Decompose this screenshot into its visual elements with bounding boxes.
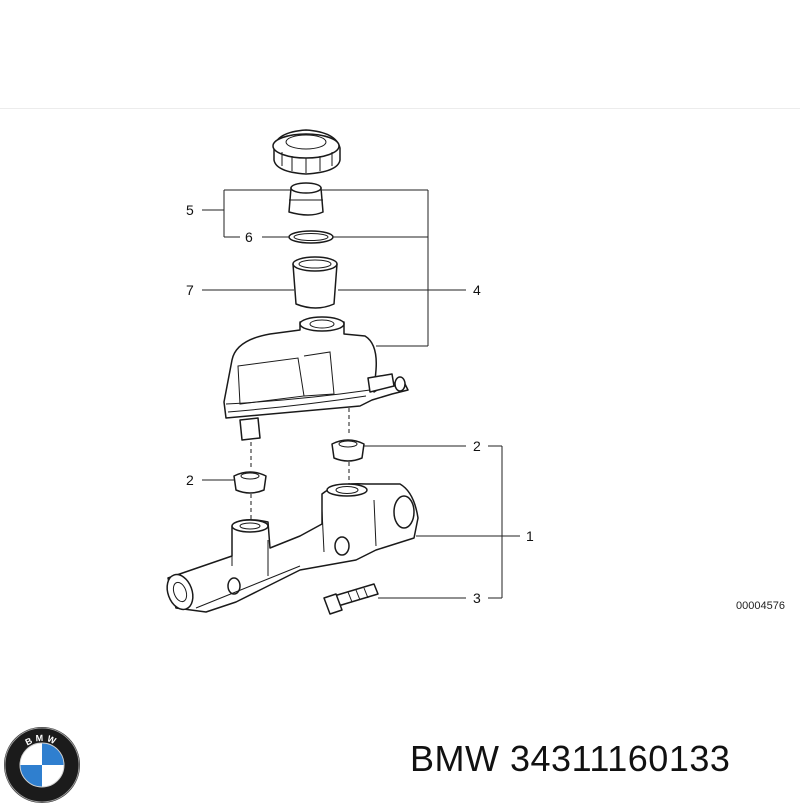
svg-text:BMW: BMW (24, 733, 61, 748)
master-cylinder (166, 482, 419, 613)
callout-3: 3 (473, 590, 481, 606)
callout-1: 1 (526, 528, 534, 544)
callout-7: 7 (186, 282, 194, 298)
drawing-number: 00004576 (736, 600, 785, 612)
mounting-bolt (323, 583, 379, 615)
leader-lines (202, 189, 520, 599)
callout-5: 5 (186, 202, 194, 218)
part-number: 34311160133 (510, 738, 731, 779)
callout-2-lower: 2 (473, 438, 481, 454)
grommet-upper (331, 439, 365, 462)
float-part (288, 182, 324, 216)
reservoir-cap (272, 129, 341, 175)
brand-name: BMW (410, 738, 500, 779)
fluid-reservoir (223, 316, 409, 441)
callout-4: 4 (473, 282, 481, 298)
top-divider (0, 108, 800, 109)
strainer-insert (292, 256, 338, 309)
seal-ring (288, 230, 334, 244)
part-title: BMW 34311160133 (410, 738, 730, 780)
grommet-lower (233, 471, 267, 494)
callout-6: 6 (245, 229, 253, 245)
callout-2-upper: 2 (186, 472, 194, 488)
bmw-logo: BMW (4, 727, 80, 803)
